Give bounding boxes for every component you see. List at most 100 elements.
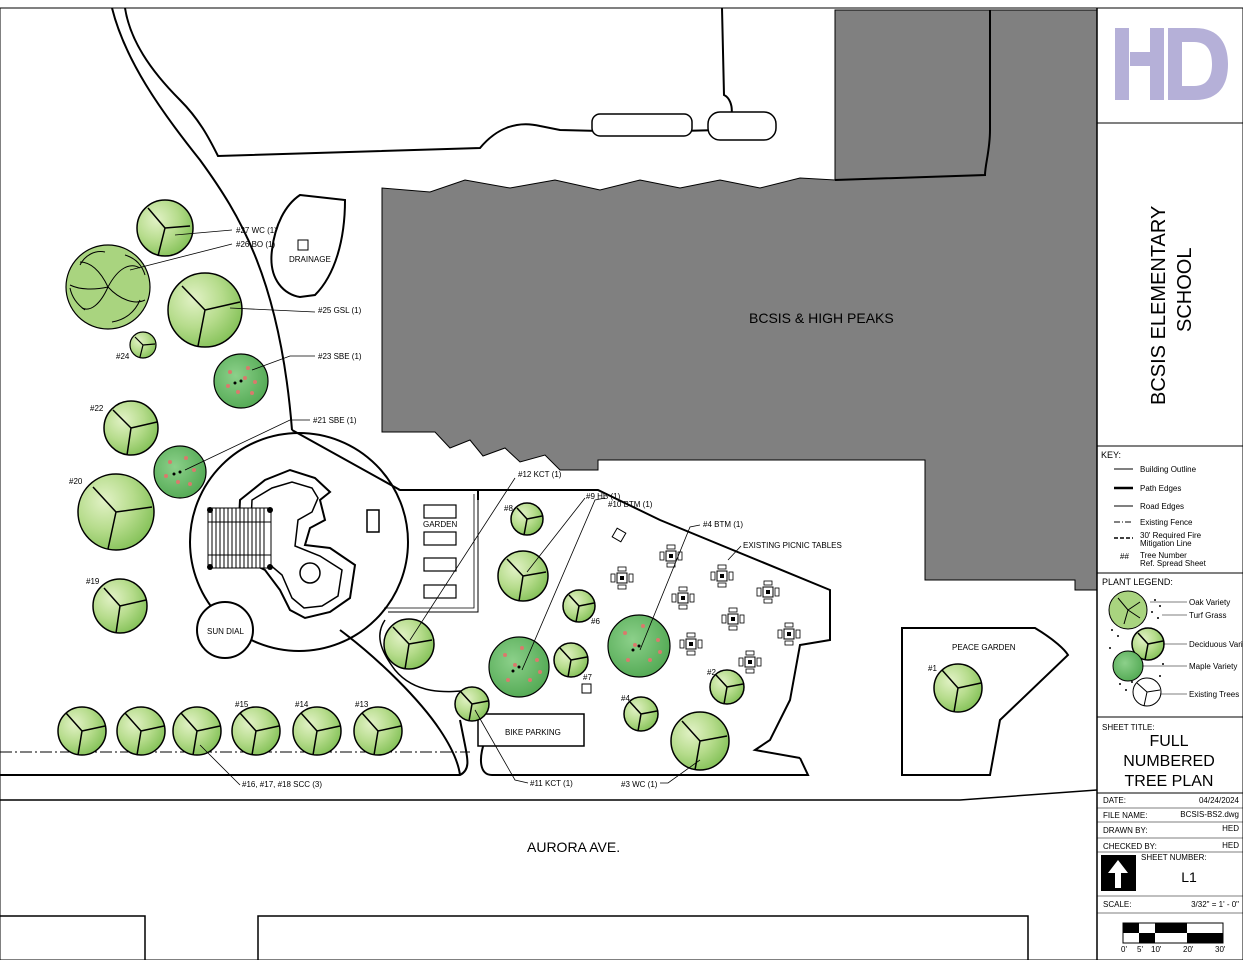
tree-7 xyxy=(553,642,589,678)
peace-garden-label: PEACE GARDEN xyxy=(952,643,1016,652)
path-edge-courtyard xyxy=(291,429,831,759)
building-label: BCSIS & HIGH PEAKS xyxy=(749,310,894,326)
key-tree-symbol: ## xyxy=(1120,552,1129,561)
tree-row-south xyxy=(57,706,403,756)
key-item-existing-fence: Existing Fence xyxy=(1140,518,1193,527)
project-title-line2: SCHOOL xyxy=(1174,248,1196,332)
tree-label-19: #19 xyxy=(86,577,100,586)
sheet-title-line2: NUMBERED xyxy=(1123,753,1215,770)
scale-tick-30: 30' xyxy=(1215,945,1226,954)
tree-label-16-18: #16, #17, #18 SCC (3) xyxy=(242,780,322,789)
tree-27 xyxy=(136,199,194,257)
parking-island xyxy=(591,113,693,137)
drawn-by-label: DRAWN BY: xyxy=(1103,826,1148,835)
legend-deciduous: Deciduous Variety xyxy=(1189,640,1243,649)
legend-turf: Turf Grass xyxy=(1189,611,1226,620)
checked-by-label: CHECKED BY: xyxy=(1103,842,1157,851)
title-block xyxy=(1096,8,1243,960)
tree-label-13: #13 xyxy=(355,700,369,709)
peace-garden xyxy=(901,627,1070,776)
sheet-number-label: SHEET NUMBER: xyxy=(1141,853,1207,862)
tree-23 xyxy=(213,353,269,409)
tree-19 xyxy=(92,578,148,634)
tree-2 xyxy=(709,669,745,705)
scale-value: 3/32" = 1' - 0" xyxy=(1191,900,1239,909)
parking-island xyxy=(707,111,777,141)
sun-dial xyxy=(196,601,254,659)
garden-label: GARDEN xyxy=(423,520,457,529)
drawn-by-value: HED xyxy=(1222,824,1239,833)
pergola xyxy=(207,507,273,570)
parking-lot-outline-east xyxy=(834,10,991,181)
tree-8 xyxy=(510,502,544,536)
street-label: AURORA AVE. xyxy=(527,839,620,855)
building-footprint xyxy=(381,9,1098,591)
file-name-label: FILE NAME: xyxy=(1103,811,1147,820)
key-heading: KEY: xyxy=(1101,450,1121,460)
plant-legend-symbols xyxy=(1108,590,1165,707)
scale-label: SCALE: xyxy=(1103,900,1131,909)
tree-4-btm xyxy=(607,614,671,678)
tree-label-21: #21 SBE (1) xyxy=(313,416,357,425)
tree-10 xyxy=(488,636,550,698)
tree-label-7: #7 xyxy=(583,673,592,682)
tree-9 xyxy=(497,550,549,602)
tree-21 xyxy=(153,445,207,499)
tree-label-8: #8 xyxy=(504,504,513,513)
tree-6 xyxy=(562,589,596,623)
tree-label-10: #10 BTM (1) xyxy=(608,500,653,509)
tree-label-4-btm: #4 BTM (1) xyxy=(703,520,743,529)
sheet-title-line3: TREE PLAN xyxy=(1125,773,1214,790)
tree-label-27: #27 WC (1) xyxy=(236,226,277,235)
tree-label-3: #3 WC (1) xyxy=(621,780,658,789)
tree-24 xyxy=(129,331,157,359)
tree-11 xyxy=(454,686,490,722)
road-edge-aurora-north xyxy=(0,789,1098,801)
key-item-path-edges: Path Edges xyxy=(1140,484,1181,493)
key-item-fire-line-2: Mitigation Line xyxy=(1140,539,1192,548)
tree-25 xyxy=(167,272,243,348)
tree-20 xyxy=(77,473,155,551)
tree-12 xyxy=(383,618,435,670)
scale-tick-0: 0' xyxy=(1121,945,1127,954)
legend-existing: Existing Trees xyxy=(1189,690,1239,699)
tree-label-26: #26 BO (1) xyxy=(236,240,275,249)
tree-label-15: #15 xyxy=(235,700,249,709)
checked-by-value: HED xyxy=(1222,841,1239,850)
scale-tick-5: 5' xyxy=(1137,945,1143,954)
sheet-number-value: L1 xyxy=(1181,869,1197,885)
bike-parking-label: BIKE PARKING xyxy=(505,728,561,737)
tree-label-20: #20 xyxy=(69,477,83,486)
tree-1 xyxy=(933,663,983,713)
tree-label-4: #4 xyxy=(621,694,630,703)
path-edge-curve xyxy=(339,629,461,776)
scale-tick-20: 20' xyxy=(1183,945,1194,954)
key-item-road-edges: Road Edges xyxy=(1140,502,1184,511)
tree-label-24: #24 xyxy=(116,352,130,361)
hd-logo xyxy=(1115,28,1228,100)
path-edge-inner xyxy=(379,619,479,693)
tree-label-9: #9 HB (1) xyxy=(586,492,621,501)
date-value: 04/24/2024 xyxy=(1199,796,1240,805)
legend-maple: Maple Variety xyxy=(1189,662,1237,671)
tree-label-11: #11 KCT (1) xyxy=(530,779,573,788)
north-arrow-icon xyxy=(1101,855,1136,891)
date-label: DATE: xyxy=(1103,796,1126,805)
tree-4 xyxy=(623,696,659,732)
project-title-line1: BCSIS ELEMENTARY xyxy=(1148,206,1170,405)
leader-lines xyxy=(129,229,701,786)
sheet-title-label: SHEET TITLE: xyxy=(1102,723,1155,732)
picnic-tables-label: EXISTING PICNIC TABLES xyxy=(743,541,842,550)
tree-label-14: #14 xyxy=(295,700,309,709)
key-item-tree-number: Tree Number xyxy=(1140,551,1187,560)
bike-parking xyxy=(477,713,585,747)
sun-dial-label: SUN DIAL xyxy=(207,627,244,636)
tree-label-1: #1 xyxy=(928,664,937,673)
scale-bar xyxy=(1122,922,1224,944)
plant-legend-heading: PLANT LEGEND: xyxy=(1102,577,1173,587)
tree-label-2: #2 xyxy=(707,668,716,677)
tree-26 xyxy=(65,244,151,330)
key-item-building-outline: Building Outline xyxy=(1140,465,1197,474)
tree-3 xyxy=(670,711,730,771)
